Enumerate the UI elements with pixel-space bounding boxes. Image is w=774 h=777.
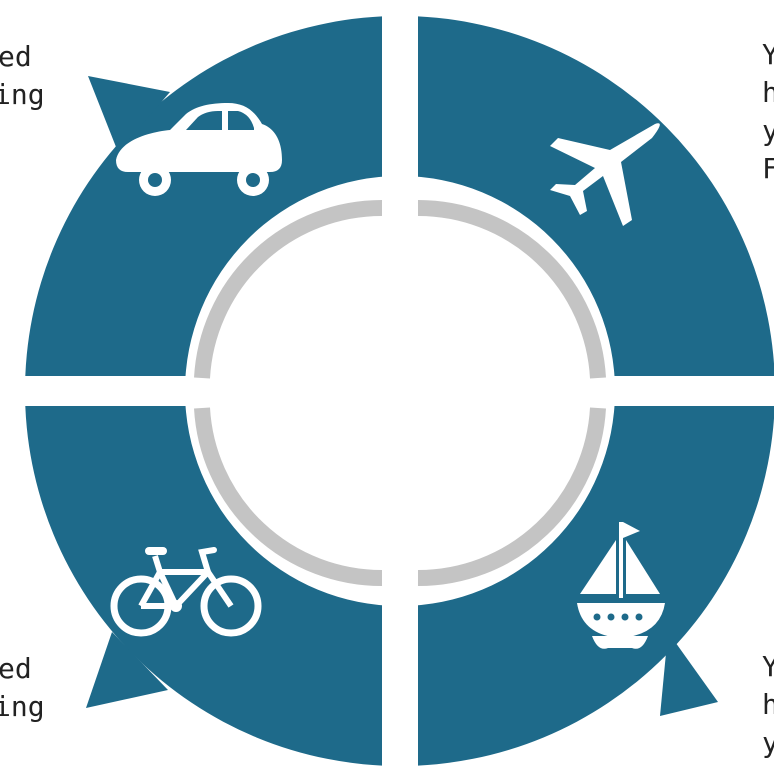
sailboat-icon [577, 522, 665, 649]
text-bottom-right-line3: y [762, 726, 774, 759]
text-top-right: Y h y F [762, 36, 774, 188]
text-top-left-line2: ing [0, 78, 45, 111]
ring-segment-bottom-right [417, 407, 606, 587]
text-bottom-left-line2: ing [0, 690, 45, 723]
text-top-right-line1: Y [762, 38, 774, 71]
text-top-right-line3: y [762, 114, 774, 147]
quadrant-bottom-left [25, 406, 382, 766]
text-bottom-right: Y h y [762, 648, 774, 762]
text-top-left: ed ing [0, 38, 45, 114]
text-top-right-line4: F [762, 152, 774, 185]
text-bottom-right-line1: Y [762, 650, 774, 683]
ring-segment-bottom-left [194, 407, 383, 587]
text-bottom-right-line2: h [762, 688, 774, 721]
text-top-left-line1: ed [0, 40, 32, 73]
airplane-icon [550, 123, 660, 226]
ring-segment-top-left [194, 199, 383, 379]
text-top-right-line2: h [762, 76, 774, 109]
quadrant-top-left [25, 16, 382, 376]
quadrant-top-right [418, 16, 774, 376]
ring-segment-top-right [417, 199, 606, 379]
inner-ring [194, 199, 606, 587]
bicycle-icon [110, 547, 262, 637]
text-bottom-left-line1: ed [0, 652, 32, 685]
text-bottom-left: ed ing [0, 650, 45, 726]
